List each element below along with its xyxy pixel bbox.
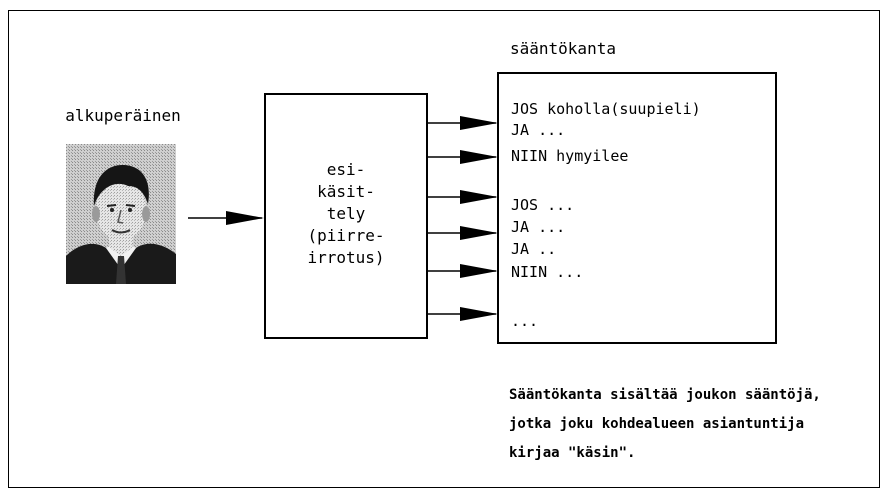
- rule-line: ...: [511, 312, 538, 330]
- preprocessing-label: esi- käsit- tely (piirre- irrotus): [264, 159, 428, 269]
- preprocessing-line: irrotus): [264, 247, 428, 269]
- rule-line: JA ...: [511, 121, 565, 139]
- caption-line3: kirjaa "käsin".: [509, 439, 821, 468]
- rule-line: JA ..: [511, 240, 556, 258]
- caption-line1: Sääntökanta sisältää joukon sääntöjä,: [509, 381, 821, 410]
- rule-line: NIIN hymyilee: [511, 147, 628, 165]
- preprocessing-line: (piirre-: [264, 225, 428, 247]
- caption-line2: jotka joku kohdealueen asiantuntija: [509, 410, 821, 439]
- rule-line: NIIN ...: [511, 263, 583, 281]
- preprocessing-line: tely: [264, 203, 428, 225]
- rule-line: JOS ...: [511, 196, 574, 214]
- rule-line: JA ...: [511, 218, 565, 236]
- caption: Sääntökanta sisältää joukon sääntöjä, jo…: [509, 381, 821, 468]
- rule-line: JOS koholla(suupieli): [511, 100, 701, 118]
- preprocessing-line: käsit-: [264, 181, 428, 203]
- preprocessing-line: esi-: [264, 159, 428, 181]
